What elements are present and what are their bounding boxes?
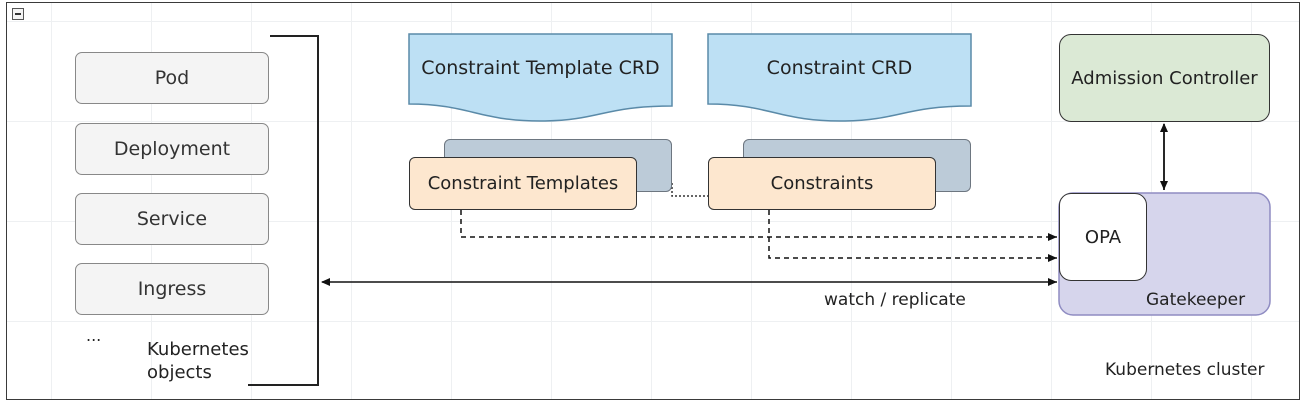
opa-box: OPA [1059, 193, 1147, 281]
admission-controller-box: Admission Controller [1059, 34, 1270, 122]
templates-to-opa-arrow [460, 210, 1057, 241]
watch-replicate-label: watch / replicate [824, 290, 966, 310]
object-deployment: Deployment [75, 123, 269, 175]
object-ingress: Ingress [75, 263, 269, 315]
constraint-template-crd-label: Constraint Template CRD [421, 57, 660, 79]
collapse-icon[interactable] [12, 8, 24, 20]
gatekeeper-label: Gatekeeper [1146, 290, 1246, 310]
constraints-to-opa-arrow [768, 210, 1057, 262]
object-service: Service [75, 193, 269, 245]
constraint-crd-shape [707, 33, 972, 122]
objects-ellipsis: ... [86, 326, 102, 345]
object-pod: Pod [75, 52, 269, 104]
constraint-crd-label: Constraint CRD [766, 57, 913, 79]
constraint-template-crd-shape [408, 33, 673, 122]
objects-bracket [248, 35, 319, 386]
kubernetes-cluster-label: Kubernetes cluster [1105, 360, 1265, 380]
constraint-templates-box: Constraint Templates [409, 157, 637, 210]
kubernetes-objects-label: Kubernetes objects [147, 339, 249, 384]
constraints-box: Constraints [708, 157, 936, 210]
